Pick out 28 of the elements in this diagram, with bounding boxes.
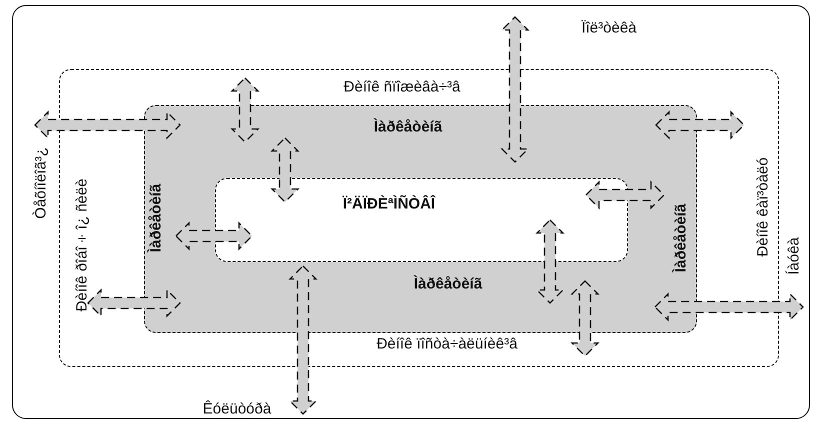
enterprise-box: [215, 178, 628, 262]
double-arrow: [175, 221, 253, 251]
zone-label: Ðèíîê ðîáî÷î¿ ñèëè: [74, 178, 90, 312]
double-arrow: [500, 16, 530, 163]
zone-label: Ðèíîê êàï³òàëó: [756, 157, 770, 257]
center-label: Ï²ÄÏÐÈªÌÑÒÂÎ: [342, 196, 436, 212]
zone-label: Ðèíîê ïîñòà÷àëüíèê³â: [376, 336, 518, 352]
band-label: Ìàðêåòèíã: [414, 276, 482, 292]
double-arrow: [585, 180, 665, 210]
double-arrow: [87, 288, 181, 318]
band-label: Ìàðêåòèíã: [374, 120, 442, 134]
factor-label: Òåõíîëîã³¿: [34, 147, 48, 219]
factor-label: Êóëüòóðà: [202, 402, 272, 416]
double-arrow: [288, 265, 318, 415]
double-arrow: [535, 219, 565, 304]
factor-label: Íàóêà: [786, 237, 802, 275]
band-label: Ìàðêåòèíã: [674, 204, 688, 272]
double-arrow: [655, 110, 745, 140]
double-arrow: [230, 77, 260, 143]
band-label: Ìàðêåòèíã: [148, 184, 164, 252]
double-arrow: [654, 292, 804, 322]
double-arrow: [34, 110, 181, 140]
double-arrow: [270, 137, 300, 203]
shaded-band: [144, 105, 697, 333]
zone-label: Ðèíîê ñïîæèâà÷³â: [344, 80, 460, 94]
factor-label: Ïîë³òèêà: [581, 20, 637, 36]
double-arrow: [570, 280, 600, 357]
dashed-zone: [59, 69, 779, 367]
